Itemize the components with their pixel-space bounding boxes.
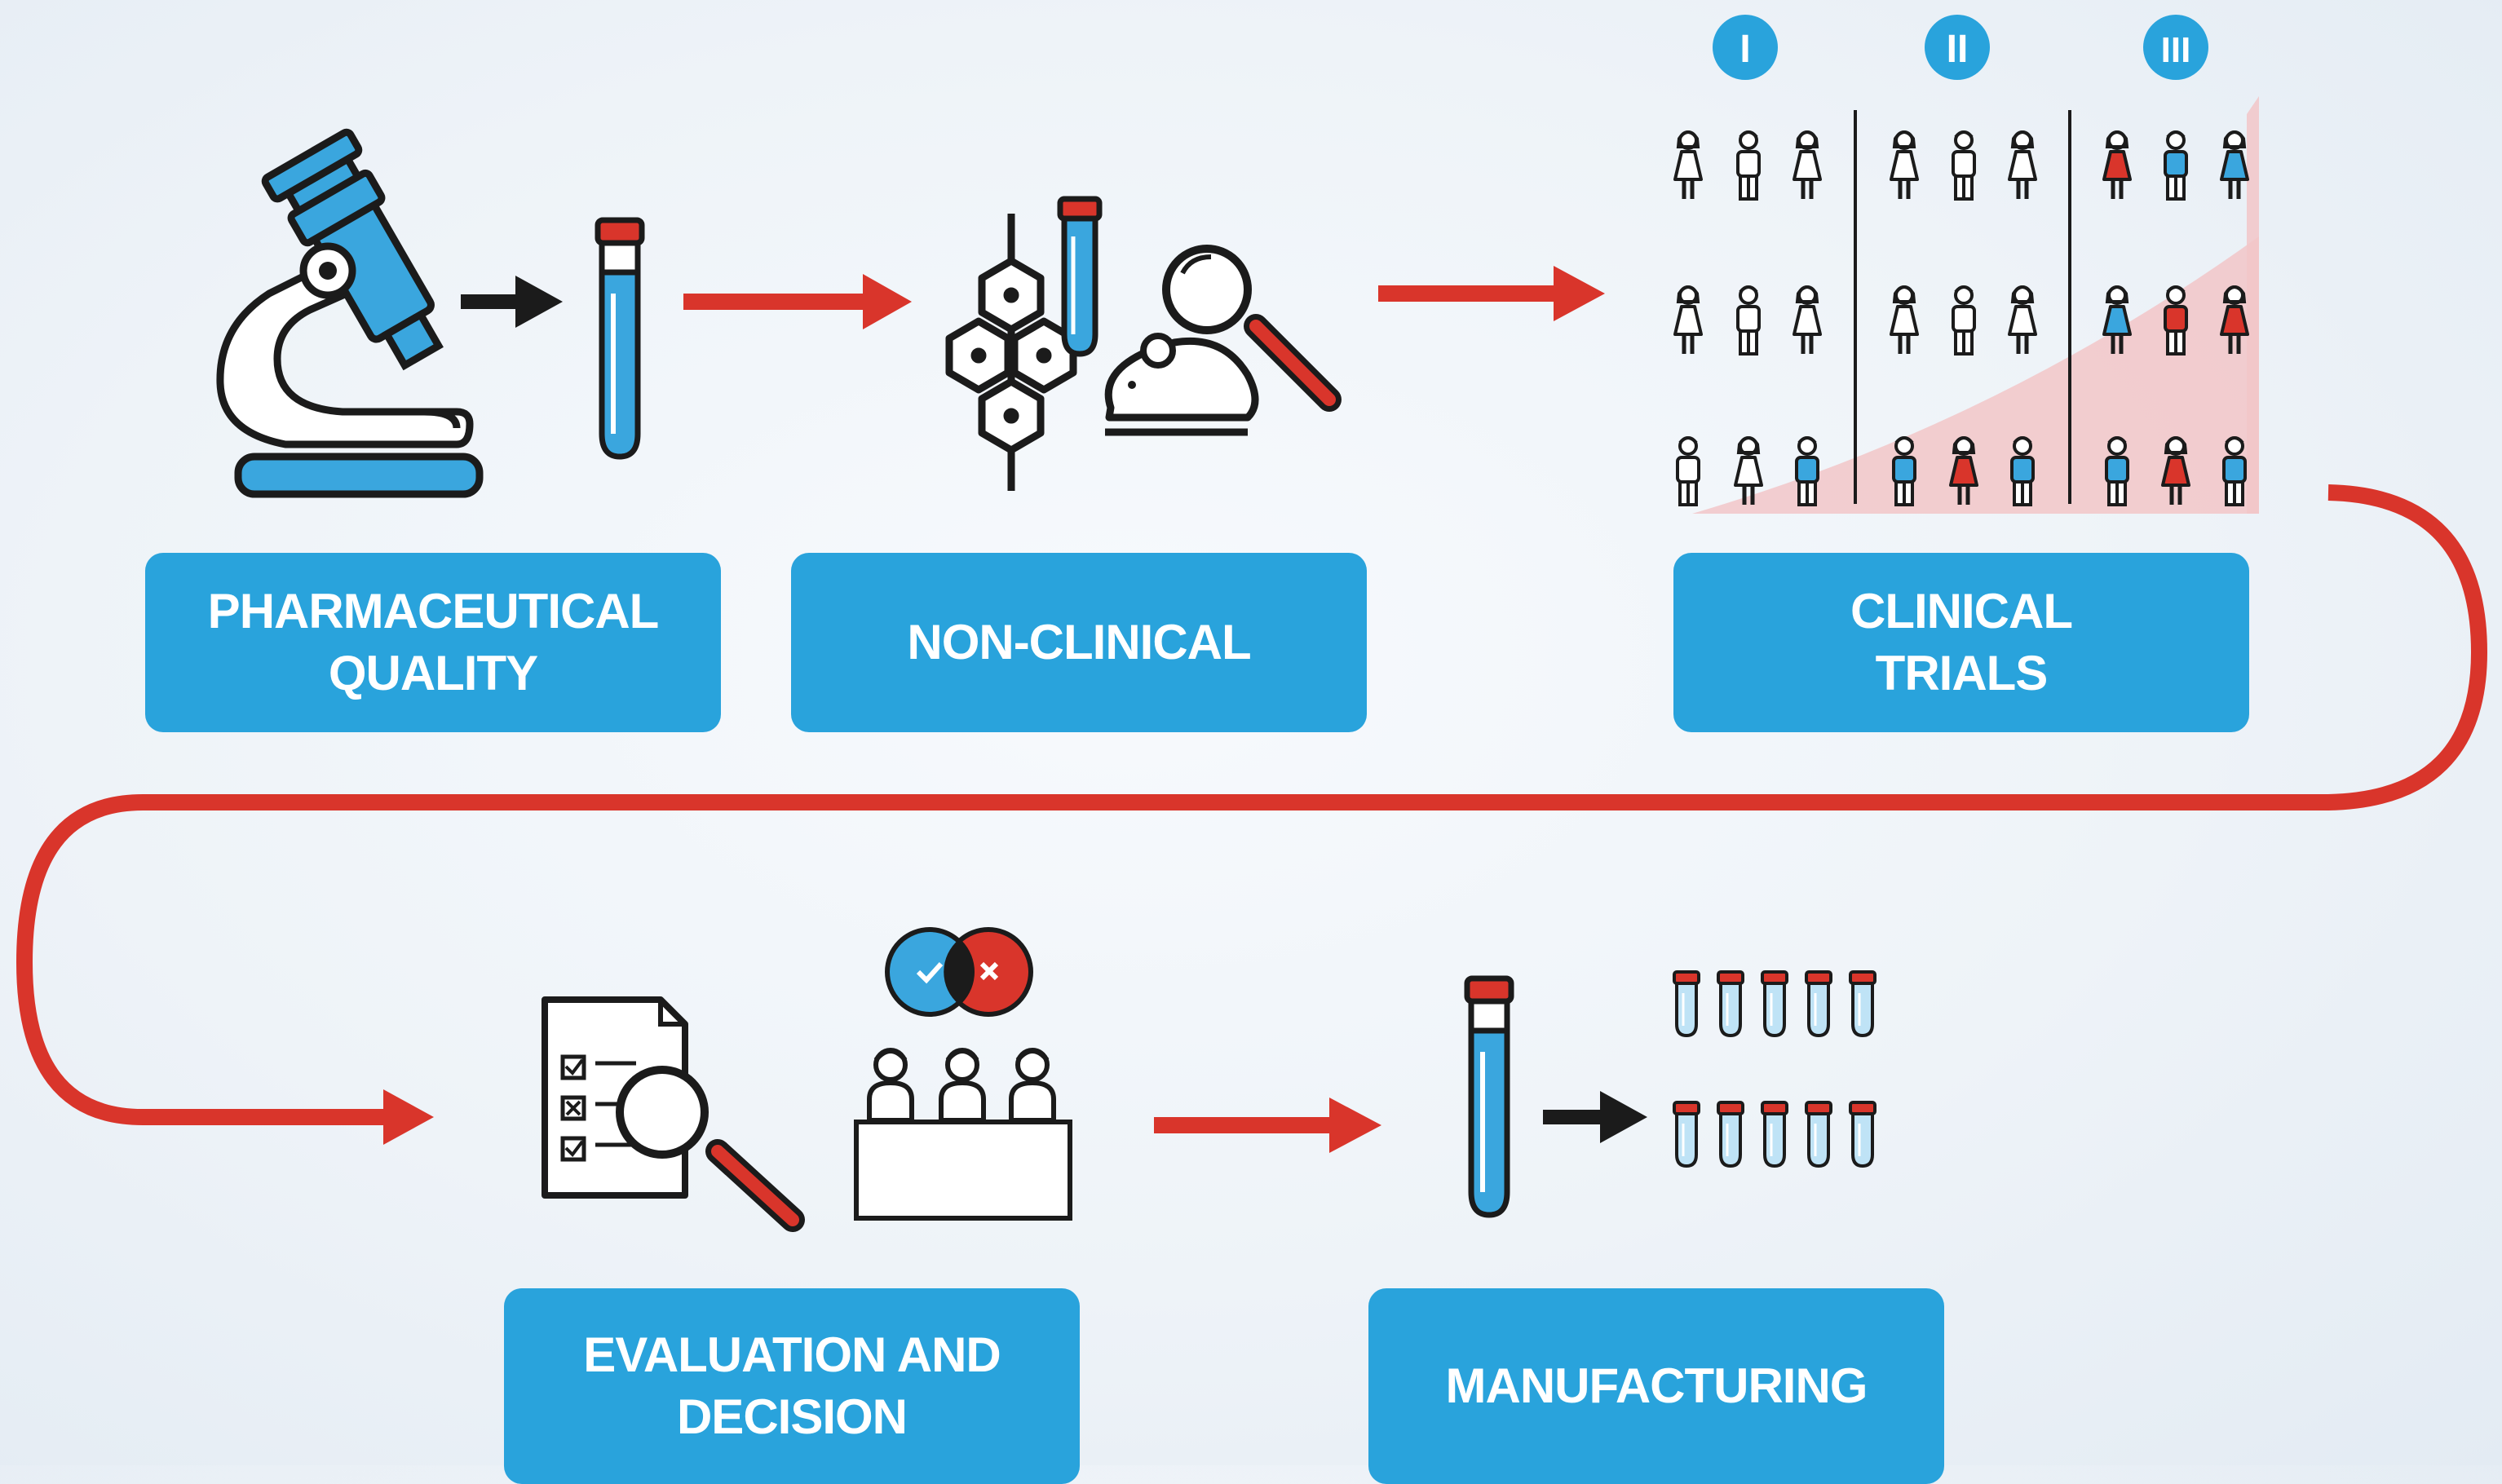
stage-box-manufacturing: MANUFACTURING [1368,1288,1944,1484]
test-tube-icon [1467,978,1511,1215]
arrow-right-icon [461,276,563,328]
stage-box-clinical-trials: CLINICAL TRIALS [1673,553,2249,732]
test-tube-icon [1057,196,1103,357]
svg-text:III: III [2161,30,2191,70]
arrow-to-clinical-trials-icon [1378,266,1605,321]
hexagon-cells-icon [945,214,1077,491]
svg-text:II: II [1947,28,1969,71]
arrow-to-manufacturing-icon [1154,1098,1381,1153]
stage-box-pharmaceutical-quality: PHARMACEUTICAL QUALITY [145,553,721,732]
test-tube-rack-icon [1673,970,1876,1168]
stage-box-evaluation-and-decision: EVALUATION AND DECISION [504,1288,1080,1484]
magnifier-icon [616,1066,805,1232]
arrow-right-icon [1543,1091,1647,1143]
stage-label-non-clinical: NON-CLINICAL [907,615,1251,669]
phase-badges: I II III [1713,15,2208,80]
mouse-icon [1104,333,1259,436]
stage-label-evaluation-and-decision: EVALUATION AND DECISION [583,1327,1001,1444]
stage-label-manufacturing: MANUFACTURING [1445,1358,1868,1413]
microscope-icon [216,128,484,498]
svg-text:I: I [1739,28,1750,71]
committee-icon [854,1048,1072,1221]
stage-label-pharmaceutical-quality: PHARMACEUTICAL QUALITY [207,584,660,700]
phase-badge-iii: III [2143,15,2208,80]
people-group-icon [1675,96,2259,514]
connector-loop-icon [15,484,2488,1145]
test-tube-icon [598,220,642,457]
arrow-to-non-clinical-icon [683,274,912,329]
approve-reject-icon [885,927,1033,1017]
stage-box-non-clinical: NON-CLINICAL [791,553,1367,732]
magnifier-icon [1162,245,1342,412]
phase-badge-ii: II [1925,15,1990,80]
flow-arrows [15,266,2488,1153]
phase-badge-i: I [1713,15,1778,80]
stage-label-clinical-trials: CLINICAL TRIALS [1850,584,2073,700]
